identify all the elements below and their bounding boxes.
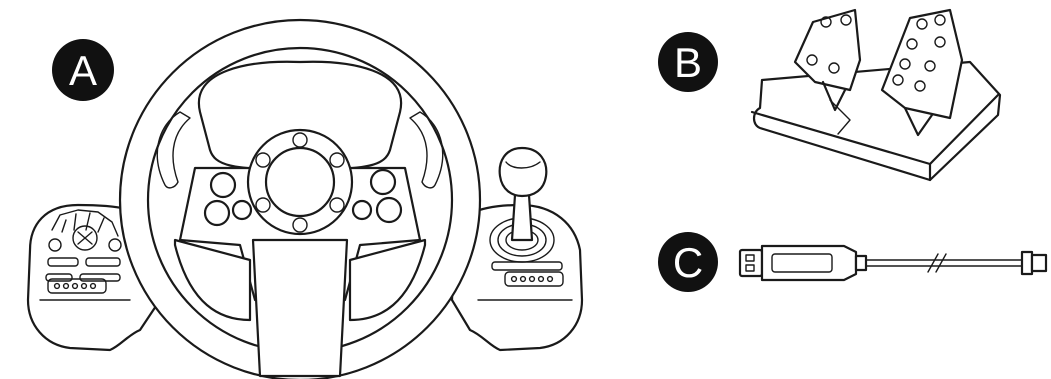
label-c: C xyxy=(673,239,703,286)
label-badge-a: A xyxy=(52,39,114,101)
wheel-hub xyxy=(156,60,444,378)
label-a: A xyxy=(69,47,97,94)
label-b: B xyxy=(674,39,702,86)
usb-cable-icon xyxy=(738,244,1048,282)
pedals-icon xyxy=(750,8,1002,182)
steering-wheel-icon xyxy=(26,18,584,379)
label-badge-b: B xyxy=(658,32,718,92)
label-badge-c: C xyxy=(658,232,718,292)
